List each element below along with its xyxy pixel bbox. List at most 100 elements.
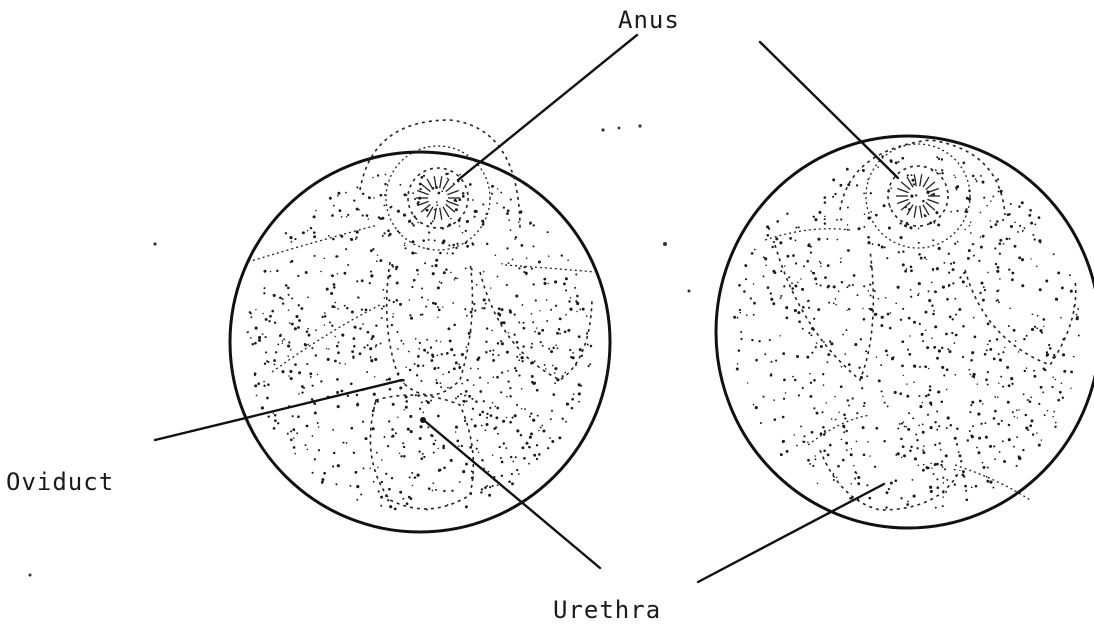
speck bbox=[601, 128, 604, 131]
stipple-dot bbox=[807, 459, 810, 462]
stipple-dot bbox=[918, 293, 919, 294]
stipple-dot bbox=[926, 259, 927, 260]
stipple-dot bbox=[263, 385, 265, 387]
stipple-dot bbox=[487, 382, 489, 384]
stipple-dot bbox=[459, 225, 461, 227]
stipple-dot bbox=[986, 480, 989, 483]
stipple-dot bbox=[933, 473, 935, 475]
stipple-dot bbox=[542, 345, 544, 347]
stipple-dot bbox=[506, 417, 507, 418]
stipple-dot bbox=[736, 368, 739, 371]
stipple-dot bbox=[400, 455, 402, 457]
stipple-dot bbox=[370, 356, 372, 358]
stipple-dot bbox=[969, 374, 971, 376]
stipple-dot bbox=[491, 193, 493, 195]
stipple-dot bbox=[341, 334, 344, 337]
stipple-dot bbox=[813, 407, 815, 409]
stipple-dot bbox=[533, 283, 535, 285]
stipple-dot bbox=[1055, 298, 1058, 301]
stipple-dot bbox=[976, 447, 978, 449]
stipple-dot bbox=[427, 352, 429, 354]
stipple-dot bbox=[1077, 308, 1079, 310]
stipple-dot bbox=[531, 313, 533, 315]
stipple-dot bbox=[349, 485, 351, 487]
stipple-dot bbox=[285, 284, 288, 287]
stipple-dot bbox=[926, 346, 929, 349]
stipple-dot bbox=[931, 337, 933, 339]
stipple-dot bbox=[287, 287, 290, 290]
stipple-dot bbox=[1016, 436, 1018, 438]
stipple-dot bbox=[267, 361, 269, 363]
stipple-dot bbox=[255, 309, 256, 310]
stipple-dot bbox=[448, 244, 450, 246]
stipple-dot bbox=[290, 349, 292, 351]
stipple-dot bbox=[841, 366, 843, 368]
stipple-dot bbox=[1042, 391, 1044, 393]
stipple-dot bbox=[912, 179, 915, 182]
stipple-dot bbox=[256, 395, 258, 397]
stipple-dot bbox=[1029, 209, 1032, 212]
stipple-dot bbox=[813, 216, 815, 218]
stipple-dot bbox=[307, 449, 309, 451]
stipple-dot bbox=[503, 206, 505, 208]
stipple-dot bbox=[992, 195, 994, 197]
stipple-dot bbox=[997, 266, 1000, 269]
oviduct-leader bbox=[155, 380, 402, 440]
stipple-dot bbox=[356, 231, 359, 234]
stipple-dot bbox=[1042, 318, 1045, 321]
stipple-dot bbox=[410, 317, 413, 320]
stipple-dot bbox=[906, 395, 909, 398]
stipple-dot bbox=[326, 288, 329, 291]
stipple-dot bbox=[1008, 213, 1011, 216]
urethra-label: Urethra bbox=[553, 596, 661, 624]
stipple-dot bbox=[1014, 221, 1016, 223]
stipple-dot bbox=[897, 286, 900, 289]
stipple-dot bbox=[925, 311, 928, 314]
stipple-dot bbox=[378, 216, 380, 218]
stipple-dot bbox=[481, 307, 483, 309]
stipple-dot bbox=[521, 388, 523, 390]
stipple-dot bbox=[782, 352, 785, 355]
stipple-dot bbox=[566, 403, 569, 406]
stipple-dot bbox=[289, 370, 292, 373]
stipple-dot bbox=[590, 345, 593, 348]
stipple-dot bbox=[432, 220, 434, 222]
stipple-dot bbox=[254, 384, 257, 387]
stipple-dot bbox=[962, 325, 965, 328]
stipple-dot bbox=[938, 247, 941, 250]
stipple-dot bbox=[544, 364, 546, 366]
stipple-dot bbox=[512, 461, 514, 463]
stipple-dot bbox=[936, 156, 938, 158]
stipple-dot bbox=[931, 282, 933, 284]
stipple-dot bbox=[413, 224, 415, 226]
stipple-dot bbox=[586, 315, 588, 317]
stipple-dot bbox=[449, 339, 452, 342]
stipple-dot bbox=[290, 430, 292, 432]
stipple-dot bbox=[965, 208, 967, 210]
stipple-dot bbox=[1012, 272, 1015, 275]
stipple-dot bbox=[753, 404, 755, 406]
stipple-dot bbox=[824, 276, 827, 279]
stipple-dot bbox=[442, 445, 445, 448]
stipple-dot bbox=[419, 342, 421, 344]
stipple-dot bbox=[918, 242, 920, 244]
stipple-dot bbox=[1048, 344, 1050, 346]
stipple-dot bbox=[370, 338, 372, 340]
stipple-dot bbox=[331, 214, 334, 217]
stipple-dot bbox=[447, 178, 449, 180]
stipple-dot bbox=[469, 183, 472, 186]
stipple-dot bbox=[500, 340, 502, 342]
stipple-dot bbox=[331, 275, 333, 277]
stipple-dot bbox=[432, 435, 434, 437]
stipple-dot bbox=[339, 209, 342, 212]
stipple-dot bbox=[294, 453, 296, 455]
stipple-dot bbox=[763, 256, 765, 258]
stipple-dot bbox=[344, 363, 346, 365]
stipple-dot bbox=[978, 260, 980, 262]
stipple-dot bbox=[554, 372, 556, 374]
stipple-dot bbox=[424, 262, 426, 264]
stipple-dot bbox=[338, 342, 340, 344]
stipple-dot bbox=[857, 227, 860, 230]
stipple-dot bbox=[425, 306, 427, 308]
stipple-dot bbox=[869, 455, 870, 456]
